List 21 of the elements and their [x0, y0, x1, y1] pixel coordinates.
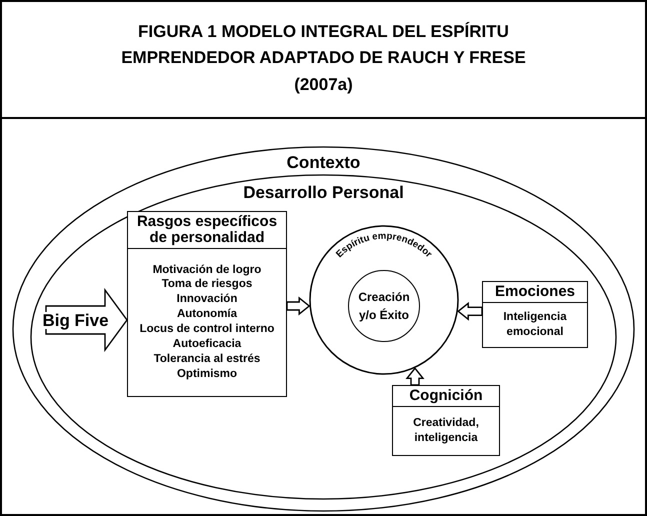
edge-label: Big Five	[42, 312, 109, 328]
box-heading: Cognición	[409, 388, 483, 404]
box-text: Innovación	[176, 292, 238, 308]
box-text: Motivación de logro	[152, 262, 262, 278]
hollow-arrow	[457, 302, 483, 321]
box-text: Optimismo	[176, 367, 238, 382]
region-label: Desarrollo Personal	[243, 182, 404, 204]
box-heading: Rasgos específicos de personalidad	[136, 214, 278, 246]
box-text: Locus de control interno	[140, 322, 274, 338]
figure-title: FIGURA 1 MODELO INTEGRAL DEL ESPÍRITU EMPRENDEDOR ADAPTADO DE RAUCH Y FRESE (2007a)	[120, 20, 527, 96]
box-text: Tolerancia al estrés	[154, 352, 260, 368]
hollow-arrow	[286, 296, 310, 316]
hollow-arrow	[406, 367, 424, 386]
box-text: Creatividad, inteligencia	[412, 416, 480, 446]
box-text: Autoeficacia	[172, 337, 242, 352]
box-heading: Emociones	[494, 284, 576, 300]
region-label: Contexto	[286, 152, 360, 174]
box-text: Toma de riesgos	[162, 277, 252, 292]
circle-label: Creación y/o Éxito	[358, 289, 410, 324]
box-text: Inteligencia emocional	[502, 310, 568, 340]
box-text: Autonomía	[176, 307, 238, 322]
